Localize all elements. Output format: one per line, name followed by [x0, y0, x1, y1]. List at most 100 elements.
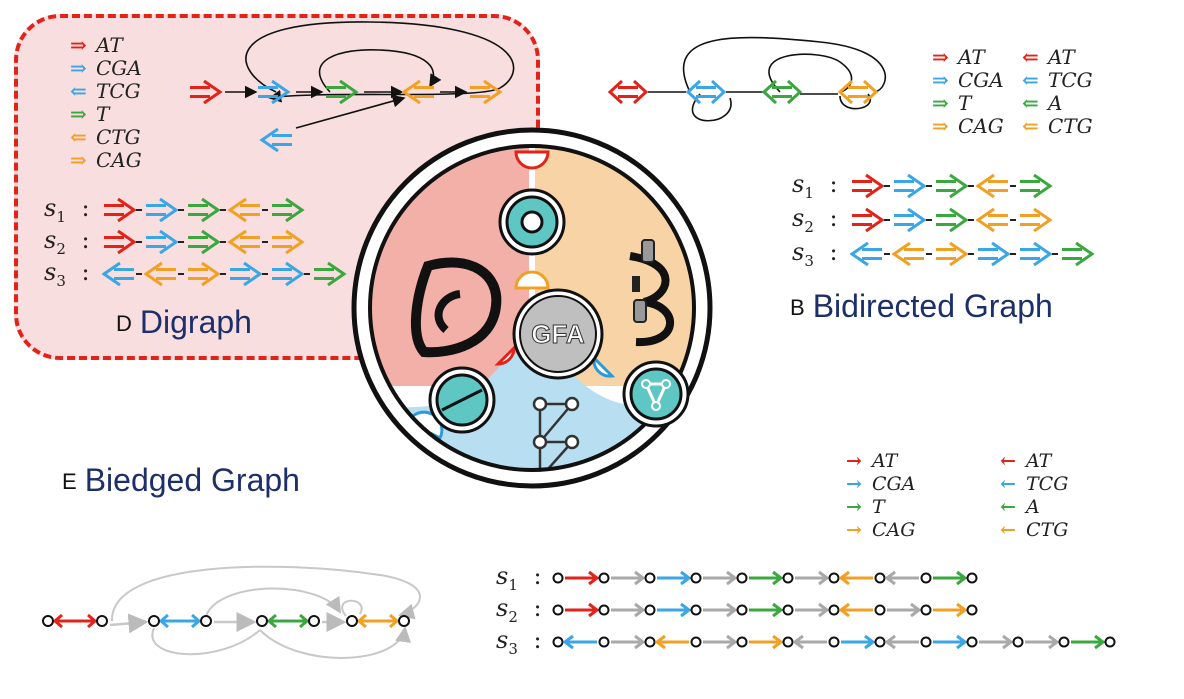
legend-label: CAG — [958, 114, 1004, 138]
forward-arrow-icon — [703, 634, 738, 650]
legend-item: ⇐CTG — [70, 126, 142, 149]
node-side — [598, 604, 610, 616]
path-label: s1 : — [792, 170, 838, 202]
forward-arrow-icon — [887, 602, 922, 618]
legend-item: ⇒T — [932, 92, 1004, 115]
path-separator: : — [525, 594, 542, 622]
legend-label: CTG — [96, 125, 141, 149]
legend-label: TCG — [1026, 473, 1069, 495]
legend-label: T — [958, 91, 972, 115]
forward-arrow-icon — [611, 634, 646, 650]
forward-arrow-icon — [314, 261, 347, 287]
path-index: 1 — [804, 183, 814, 202]
medallion-left — [428, 366, 496, 434]
node-side — [598, 636, 610, 648]
backward-arrow-icon — [838, 602, 873, 618]
legend-label: CGA — [958, 68, 1004, 92]
legend-label: CTG — [1048, 114, 1093, 138]
bidirected-title-text: Bidirected Graph — [812, 288, 1053, 324]
legend-label: AT — [872, 450, 898, 472]
path-name: s — [496, 626, 509, 654]
biedged-legend-backward: ←AT←TCG←A←CTG — [1000, 450, 1068, 542]
legend-label: TCG — [96, 79, 141, 103]
forward-arrow-icon — [230, 261, 263, 287]
legend-label: CAG — [96, 148, 142, 172]
path-label: s1 : — [496, 562, 542, 594]
node-side — [828, 604, 840, 616]
forward-arrow-icon — [146, 229, 179, 255]
legend-item: →CAG — [846, 519, 915, 542]
digraph-icon: D — [116, 311, 132, 336]
forward-arrow-icon: ⇒ — [932, 68, 949, 92]
forward-arrow-icon: → — [846, 473, 862, 495]
legend-item: ⇐TCG — [70, 80, 142, 103]
medallion-right — [622, 360, 690, 428]
path-name: s — [44, 258, 57, 286]
node-side — [644, 572, 656, 584]
forward-arrow-icon — [894, 173, 927, 199]
path-sequence — [852, 207, 1053, 233]
backward-arrow-icon — [102, 261, 134, 287]
bidirected-node-icon — [607, 79, 649, 105]
gfa-badge: GFA — [512, 288, 604, 380]
path-label: s3 : — [44, 258, 90, 290]
forward-arrow-icon — [190, 79, 223, 105]
path-name: s — [44, 194, 57, 222]
forward-arrow-icon — [749, 602, 784, 618]
path-separator: : — [821, 204, 838, 232]
path-separator: : — [73, 258, 90, 286]
biedged-node — [42, 613, 108, 629]
path-separator: : — [73, 226, 90, 254]
legend-label: CGA — [872, 473, 916, 495]
path-name: s — [792, 238, 805, 266]
backward-arrow-icon: ← — [1000, 519, 1016, 541]
biedged-title-text: Biedged Graph — [84, 462, 300, 498]
node-side — [644, 604, 656, 616]
path-sequence — [552, 634, 1116, 650]
bidirected-legend-forward: ⇒AT⇒CGA⇒T⇒CAG — [932, 46, 1004, 138]
bidirected-icon: B — [790, 295, 805, 320]
legend-item: ⇒ CGA — [932, 69, 1004, 92]
biedged-node — [256, 613, 320, 629]
backward-arrow-icon — [792, 634, 827, 650]
legend-item: ←TCG — [1000, 473, 1068, 496]
path-name: s — [792, 170, 805, 198]
forward-arrow-icon: ⇒ — [70, 148, 87, 172]
forward-arrow-icon — [1020, 173, 1053, 199]
gfa-label: GFA — [531, 319, 585, 349]
path-sequence — [552, 570, 978, 586]
path-sequence — [102, 261, 347, 287]
backward-arrow-icon — [227, 229, 260, 255]
node-side — [966, 636, 978, 648]
path-label: s2 : — [792, 204, 838, 236]
forward-arrow-icon — [795, 570, 830, 586]
legend-label: AT — [96, 33, 123, 57]
path-separator: : — [525, 562, 542, 590]
forward-arrow-icon — [852, 207, 885, 233]
forward-arrow-icon — [272, 261, 305, 287]
forward-arrow-icon — [979, 634, 1014, 650]
forward-arrow-icon — [104, 197, 137, 223]
path-index: 3 — [508, 639, 518, 658]
backward-arrow-icon: ⇐ — [1022, 114, 1039, 138]
backward-arrow-icon: ⇐ — [1022, 68, 1039, 92]
node-side — [690, 636, 702, 648]
forward-arrow-icon — [749, 634, 784, 650]
path-label: s3 : — [496, 626, 542, 658]
path-name: s — [792, 204, 805, 232]
node-side — [552, 604, 564, 616]
forward-arrow-icon — [565, 602, 600, 618]
digraph-title-text: Digraph — [139, 304, 252, 340]
path-index: 1 — [508, 575, 518, 594]
backward-arrow-icon — [891, 241, 924, 267]
legend-label: AT — [958, 45, 985, 69]
biedged-node — [148, 613, 212, 629]
gfa-medallion: GFA — [351, 127, 713, 489]
path-label: s1 : — [44, 194, 90, 226]
node-side — [736, 572, 748, 584]
legend-item: ⇐A — [1022, 92, 1093, 115]
biedged-legend-forward: →AT→CGA→T→CAG — [846, 450, 915, 542]
node-side — [690, 604, 702, 616]
legend-item: →T — [846, 496, 915, 519]
backward-arrow-icon — [227, 197, 260, 223]
